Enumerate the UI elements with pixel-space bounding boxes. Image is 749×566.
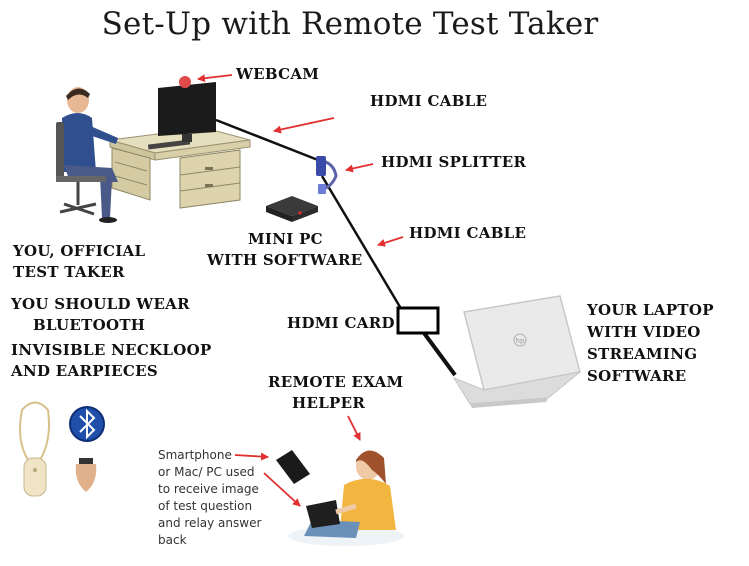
label-laptop-line3: STREAMING: [587, 345, 698, 363]
label-mini-pc-line1: MINI PC: [248, 230, 323, 248]
helper-note-line1: Smartphone: [158, 448, 232, 462]
label-laptop-line4: SOFTWARE: [587, 367, 687, 385]
helper-note-line5: and relay answer: [158, 516, 262, 530]
arrow-remote-helper: [347, 415, 361, 441]
label-webcam: WEBCAM: [236, 65, 320, 83]
bluetooth-icon: [69, 406, 105, 442]
mini-pc-icon: [266, 196, 318, 222]
label-wear-line1: YOU SHOULD WEAR: [11, 295, 190, 313]
helper-note-line4: of test question: [158, 499, 253, 513]
arrow-hdmi-splitter: [345, 163, 374, 173]
laptop-icon: hp: [452, 295, 581, 408]
helper-person-icon: [288, 450, 404, 546]
label-you-line1: YOU, OFFICIAL: [13, 242, 146, 260]
label-laptop-line1: YOUR LAPTOP: [587, 301, 714, 319]
arrow-hdmi-cable-2: [377, 236, 404, 247]
label-helper-line2: HELPER: [292, 394, 366, 412]
label-hdmi-cable-2: HDMI CABLE: [409, 224, 527, 242]
monitor-icon: [158, 82, 216, 142]
webcam-icon: [179, 76, 191, 88]
svg-text:hp: hp: [516, 337, 525, 345]
arrow-webcam: [197, 74, 233, 83]
hdmi-splitter-icon: [316, 156, 338, 194]
label-laptop-line2: WITH VIDEO: [587, 323, 701, 341]
hdmi-card-icon: [396, 306, 440, 335]
helper-note-line6: back: [158, 533, 187, 547]
label-hdmi-card: HDMI CARD: [287, 314, 395, 332]
neckloop-icon: [19, 401, 50, 497]
earpiece-icon: [75, 458, 97, 492]
person-icon: [56, 87, 118, 223]
arrow-hdmi-cable-1: [273, 117, 335, 134]
arrow-smartphone: [234, 452, 269, 461]
helper-note-line3: to receive image: [158, 482, 259, 496]
desk-icon: [109, 127, 251, 209]
smartphone-icon: [276, 450, 310, 484]
label-wear-line4: AND EARPIECES: [11, 362, 158, 380]
label-hdmi-splitter: HDMI SPLITTER: [381, 153, 527, 171]
helper-note-line2: or Mac/ PC used: [158, 465, 255, 479]
label-mini-pc-line2: WITH SOFTWARE: [207, 251, 363, 269]
label-helper-line1: REMOTE EXAM: [268, 373, 404, 391]
arrow-laptop-from-note: [263, 472, 301, 507]
label-wear-line3: INVISIBLE NECKLOOP: [11, 341, 212, 359]
label-hdmi-cable-1: HDMI CABLE: [370, 92, 488, 110]
page-title: Set-Up with Remote Test Taker: [101, 6, 599, 42]
label-you-line2: TEST TAKER: [13, 263, 125, 281]
label-wear-line2: BLUETOOTH: [33, 316, 146, 334]
